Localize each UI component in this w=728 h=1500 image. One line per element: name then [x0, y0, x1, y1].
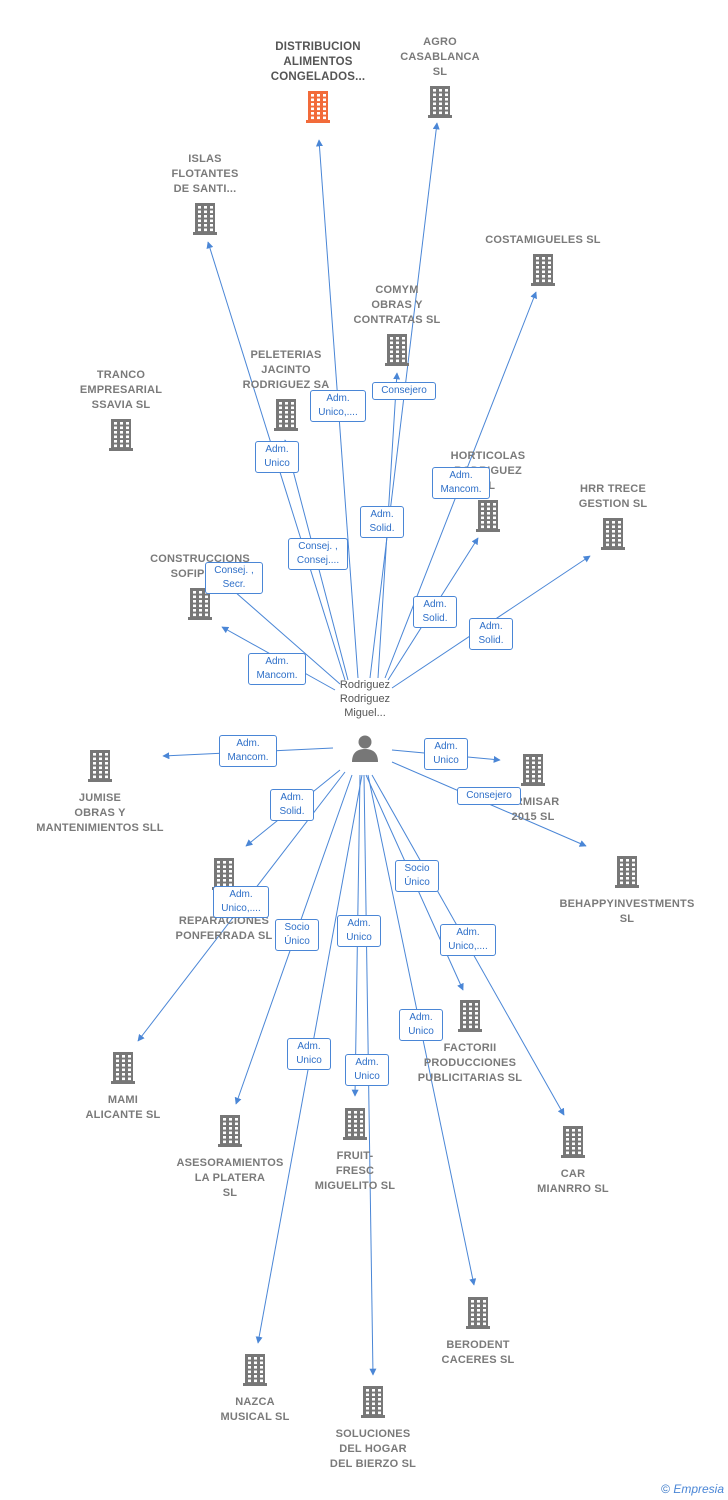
building-icon[interactable] [468, 252, 618, 291]
company-node-agro[interactable]: AGRO CASABLANCA SL [365, 35, 515, 123]
building-icon[interactable] [403, 1295, 553, 1334]
company-label[interactable]: MAMI ALICANTE SL [85, 1094, 161, 1121]
footer-brand: © Empresia [661, 1482, 724, 1496]
company-node-asesoramientos[interactable]: ASESORAMIENTOS LA PLATERA SL [155, 1113, 305, 1201]
company-label[interactable]: JUMISE OBRAS Y MANTENIMIENTOS SLL [36, 792, 164, 834]
company-node-islas[interactable]: ISLAS FLOTANTES DE SANTI... [130, 152, 280, 240]
company-label[interactable]: BERODENT CACERES SL [441, 1339, 515, 1366]
company-label[interactable]: DISTRIBUCION ALIMENTOS CONGELADOS... [270, 41, 366, 83]
company-label[interactable]: FACTORII PRODUCCIONES PUBLICITARIAS SL [417, 1042, 523, 1084]
relation-label[interactable]: Consejero [457, 787, 521, 805]
company-node-hrr[interactable]: HRR TRECE GESTION SL [538, 482, 688, 555]
company-node-jumise[interactable]: JUMISE OBRAS Y MANTENIMIENTOS SLL [25, 748, 175, 836]
company-label[interactable]: COMYM OBRAS Y CONTRATAS SL [353, 284, 441, 326]
company-node-factorii[interactable]: FACTORII PRODUCCIONES PUBLICITARIAS SL [395, 998, 545, 1086]
building-icon[interactable] [211, 397, 361, 436]
relation-label[interactable]: Adm. Unico,.... [213, 886, 269, 918]
relation-label[interactable]: Consej. , Consej.... [288, 538, 348, 570]
relation-label[interactable]: Consej. , Secr. [205, 562, 263, 594]
company-node-fruit[interactable]: FRUIT- FRESC MIGUELITO SL [280, 1106, 430, 1194]
relation-label[interactable]: Adm. Mancom. [248, 653, 306, 685]
company-node-soluciones[interactable]: SOLUCIONES DEL HOGAR DEL BIERZO SL [298, 1384, 448, 1472]
company-label[interactable]: TRANCO EMPRESARIAL SSAVIA SL [79, 369, 163, 411]
company-label[interactable]: SOLUCIONES DEL HOGAR DEL BIERZO SL [329, 1428, 417, 1470]
company-label[interactable]: ASESORAMIENTOS LA PLATERA SL [176, 1157, 284, 1199]
relation-label[interactable]: Adm. Unico [287, 1038, 331, 1070]
relation-label[interactable]: Adm. Unico [345, 1054, 389, 1086]
company-node-comym[interactable]: COMYM OBRAS Y CONTRATAS SL [322, 283, 472, 371]
relation-label[interactable]: Adm. Unico [399, 1009, 443, 1041]
company-node-armisar[interactable]: ARMISAR 2015 SL [458, 752, 608, 825]
company-label[interactable]: BEHAPPYINVESTMENTS SL [559, 898, 695, 925]
copyright-symbol: © [661, 1482, 670, 1496]
relation-label[interactable]: Adm. Unico [255, 441, 299, 473]
relation-label[interactable]: Adm. Unico [424, 738, 468, 770]
center-person-label[interactable]: Rodriguez Rodriguez Miguel... [339, 679, 391, 719]
relation-label[interactable]: Socio Único [395, 860, 439, 892]
person-icon[interactable] [350, 733, 380, 763]
company-label[interactable]: ISLAS FLOTANTES DE SANTI... [171, 153, 239, 195]
building-icon[interactable] [552, 854, 702, 893]
building-icon[interactable] [365, 84, 515, 123]
relation-label[interactable]: Adm. Mancom. [219, 735, 277, 767]
company-label[interactable]: NAZCA MUSICAL SL [220, 1396, 290, 1423]
building-icon[interactable] [46, 417, 196, 456]
relation-label[interactable]: Adm. Mancom. [432, 467, 490, 499]
building-icon[interactable] [48, 1050, 198, 1089]
building-icon[interactable] [180, 1352, 330, 1391]
company-label[interactable]: PELETERIAS JACINTO RODRIGUEZ SA [242, 349, 330, 391]
building-icon[interactable] [298, 1384, 448, 1423]
relation-label[interactable]: Adm. Solid. [469, 618, 513, 650]
relation-label[interactable]: Adm. Unico [337, 915, 381, 947]
relation-label[interactable]: Adm. Solid. [270, 789, 314, 821]
company-node-mami[interactable]: MAMI ALICANTE SL [48, 1050, 198, 1123]
building-icon[interactable] [322, 332, 472, 371]
building-icon[interactable] [130, 201, 280, 240]
building-icon[interactable] [125, 586, 275, 625]
company-node-costamigueles[interactable]: COSTAMIGUELES SL [468, 233, 618, 291]
company-node-berodent[interactable]: BERODENT CACERES SL [403, 1295, 553, 1368]
company-label[interactable]: AGRO CASABLANCA SL [400, 36, 480, 78]
company-node-distribucion[interactable]: DISTRIBUCION ALIMENTOS CONGELADOS... [243, 40, 393, 128]
relation-label[interactable]: Adm. Unico,.... [310, 390, 366, 422]
relation-label[interactable]: Adm. Unico,.... [440, 924, 496, 956]
building-icon[interactable] [413, 498, 563, 537]
building-icon[interactable] [458, 752, 608, 791]
company-node-car[interactable]: CAR MIANRRO SL [498, 1124, 648, 1197]
brand-name: Empresia [673, 1482, 724, 1496]
building-icon[interactable] [498, 1124, 648, 1163]
relation-label[interactable]: Socio Único [275, 919, 319, 951]
company-label[interactable]: FRUIT- FRESC MIGUELITO SL [314, 1150, 396, 1192]
relation-edge [369, 122, 440, 679]
company-node-behappy[interactable]: BEHAPPYINVESTMENTS SL [552, 854, 702, 927]
building-icon[interactable] [280, 1106, 430, 1145]
building-icon[interactable] [538, 516, 688, 555]
relation-label[interactable]: Consejero [372, 382, 436, 400]
relation-label[interactable]: Adm. Solid. [413, 596, 457, 628]
building-icon[interactable] [395, 998, 545, 1037]
company-node-peleterias[interactable]: PELETERIAS JACINTO RODRIGUEZ SA [211, 348, 361, 436]
company-label[interactable]: CAR MIANRRO SL [537, 1168, 609, 1195]
company-node-tranco[interactable]: TRANCO EMPRESARIAL SSAVIA SL [46, 368, 196, 456]
relation-label[interactable]: Adm. Solid. [360, 506, 404, 538]
company-label[interactable]: COSTAMIGUELES SL [485, 234, 601, 246]
company-label[interactable]: HRR TRECE GESTION SL [578, 483, 648, 510]
company-node-nazca[interactable]: NAZCA MUSICAL SL [180, 1352, 330, 1425]
building-icon[interactable] [243, 89, 393, 128]
building-icon[interactable] [25, 748, 175, 787]
building-icon[interactable] [155, 1113, 305, 1152]
